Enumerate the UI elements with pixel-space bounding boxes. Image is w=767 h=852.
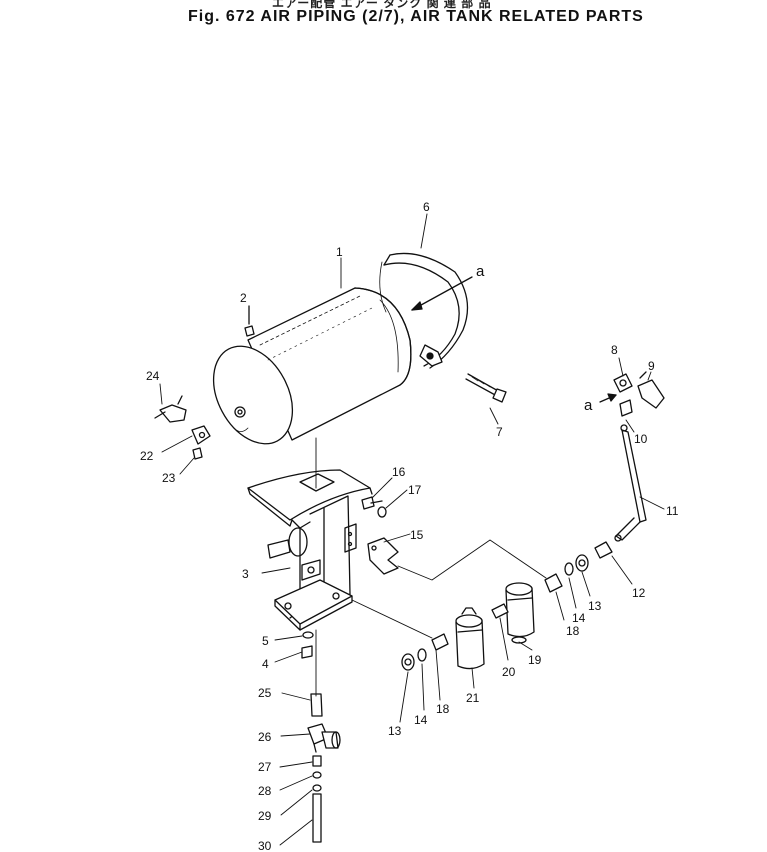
callout-24: 24 [146, 369, 160, 383]
callout-9: 9 [648, 359, 655, 373]
bracket-bolt [361, 496, 383, 510]
callout-8: 8 [611, 343, 618, 357]
drain-assembly [301, 629, 341, 843]
callout-18-lower: 18 [436, 702, 450, 716]
washer-14-upper [564, 562, 574, 576]
fitting-10 [619, 399, 633, 417]
callout-6: 6 [423, 200, 430, 214]
safety-valve-9 [637, 371, 665, 409]
callout-1: 1 [336, 245, 343, 259]
elbow-fitting [191, 425, 211, 445]
drain-tube [312, 793, 322, 843]
air-pipe-11 [614, 424, 647, 542]
callout-2: 2 [240, 291, 247, 305]
safety-valve [154, 395, 187, 423]
callout-4: 4 [262, 657, 269, 671]
callout-22: 22 [140, 449, 154, 463]
callout-3: 3 [242, 567, 249, 581]
callout-27: 27 [258, 760, 272, 774]
callout-14-lower: 14 [414, 713, 428, 727]
callout-23: 23 [162, 471, 176, 485]
tank-port [234, 406, 246, 418]
figure-title: Fig. 672 AIR PIPING (2/7), AIR TANK RELA… [188, 8, 644, 25]
callout-13-lower: 13 [388, 724, 402, 738]
assembly-alignment-lines [351, 539, 547, 639]
tank-band [379, 252, 469, 369]
callout-15: 15 [410, 528, 424, 542]
fitting-20 [491, 603, 509, 619]
nipple-fitting [192, 447, 203, 460]
washer-14-lower [417, 648, 427, 662]
callout-a-right: a [584, 397, 593, 414]
callout-30: 30 [258, 839, 272, 852]
washer [302, 631, 314, 639]
callout-14-upper: 14 [572, 611, 586, 625]
drain-cock [312, 755, 322, 767]
nut-13-upper [575, 554, 589, 572]
callout-26: 26 [258, 730, 272, 744]
nipple [310, 693, 323, 717]
callout-17: 17 [408, 483, 422, 497]
bolt [465, 373, 507, 403]
water-separator-21 [455, 607, 485, 670]
callout-numbers: 1 2 3 4 5 6 7 8 9 10 11 12 13 14 15 16 1… [140, 200, 679, 852]
figure-caption-japanese: エアー配管 エアー タンク 関 連 部 品 [272, 0, 492, 10]
connector-8 [613, 373, 633, 393]
air-tank [212, 287, 412, 445]
water-separator-19 [505, 582, 535, 644]
plug [301, 645, 313, 659]
callout-10: 10 [634, 432, 648, 446]
callout-20: 20 [502, 665, 516, 679]
callout-7: 7 [496, 425, 503, 439]
callout-21: 21 [466, 691, 480, 705]
leader-lines [159, 213, 665, 846]
callout-28: 28 [258, 784, 272, 798]
fitting-18-upper [544, 573, 563, 593]
fitting-18-lower [431, 633, 449, 651]
drain-plug [244, 305, 255, 337]
callout-12: 12 [632, 586, 646, 600]
callout-13-upper: 13 [588, 599, 602, 613]
callout-29: 29 [258, 809, 272, 823]
callout-5: 5 [262, 634, 269, 648]
tank-bracket [247, 469, 373, 631]
reference-arrow-a-right [599, 393, 617, 403]
callout-18-upper: 18 [566, 624, 580, 638]
reference-arrow-a-band [411, 276, 473, 311]
callout-a-band: a [476, 263, 485, 280]
callout-25: 25 [258, 686, 272, 700]
bracket-washer [377, 506, 387, 518]
callout-19: 19 [528, 653, 542, 667]
connector-12 [594, 541, 613, 559]
callout-16: 16 [392, 465, 406, 479]
callout-11: 11 [666, 504, 679, 518]
nut-13-lower [401, 653, 415, 671]
clamp-plate [367, 537, 399, 575]
